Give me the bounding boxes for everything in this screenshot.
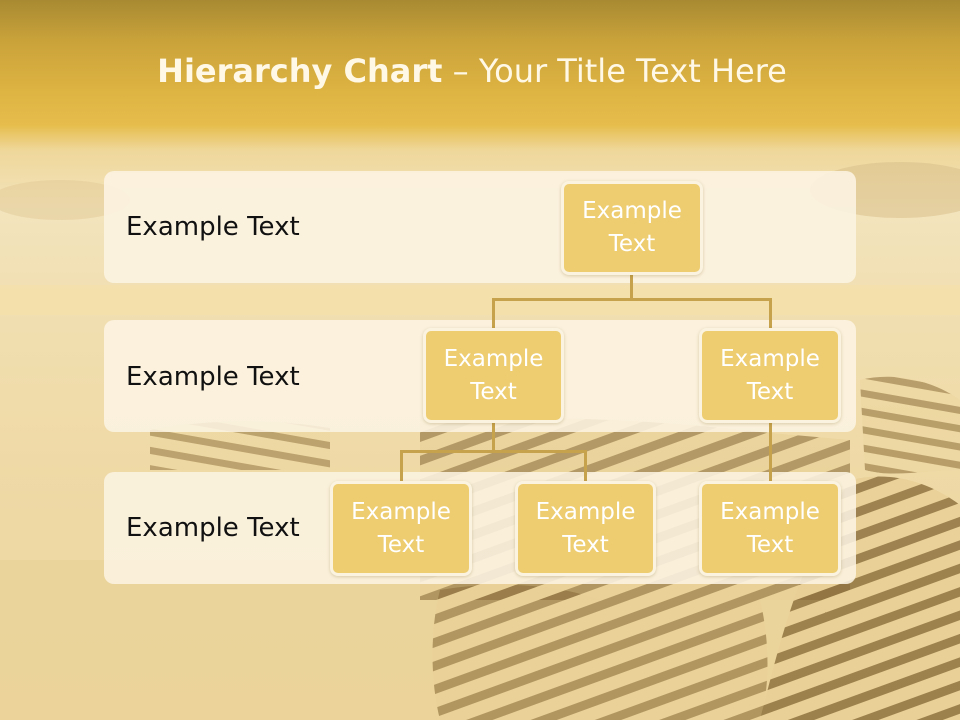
connector-to-leaf-1 [400, 450, 403, 483]
node-leaf-1-line1: Example [351, 498, 451, 525]
connector-root-down [630, 272, 633, 300]
node-mid-left[interactable]: Example Text [423, 328, 564, 423]
connector-to-mid-right [769, 298, 772, 330]
node-leaf-2-line2: Text [562, 531, 609, 558]
slide-title-bold: Hierarchy Chart [157, 52, 443, 90]
level-label-3: Example Text [126, 513, 300, 543]
node-leaf-1[interactable]: Example Text [330, 481, 472, 576]
node-root-line1: Example [582, 198, 682, 224]
connector-mid-left-down [492, 420, 495, 452]
connector-level2-bar [492, 298, 772, 301]
slide-title-rest: – Your Title Text Here [442, 52, 787, 90]
node-leaf-3-line2: Text [746, 531, 794, 558]
connector-to-leaf-3 [769, 420, 772, 483]
node-root[interactable]: Example Text [561, 181, 703, 275]
node-mid-left-line2: Text [470, 378, 517, 405]
connector-level3-bar [400, 450, 587, 453]
node-leaf-1-line2: Text [377, 531, 425, 558]
node-mid-left-line1: Example [443, 345, 544, 372]
slide-title: Hierarchy Chart – Your Title Text Here [0, 52, 944, 90]
node-leaf-2[interactable]: Example Text [515, 481, 656, 576]
node-leaf-2-line1: Example [535, 498, 636, 525]
level-band-1 [104, 171, 856, 283]
node-mid-right-line2: Text [746, 378, 794, 405]
connector-to-leaf-2 [584, 450, 587, 483]
node-leaf-3[interactable]: Example Text [699, 481, 841, 576]
level-label-2: Example Text [126, 362, 300, 392]
node-mid-right-line1: Example [720, 345, 820, 372]
node-root-line2: Text [608, 231, 656, 257]
node-mid-right[interactable]: Example Text [699, 328, 841, 423]
level-label-1: Example Text [126, 212, 300, 242]
node-leaf-3-line1: Example [720, 498, 820, 525]
connector-to-mid-left [492, 298, 495, 330]
